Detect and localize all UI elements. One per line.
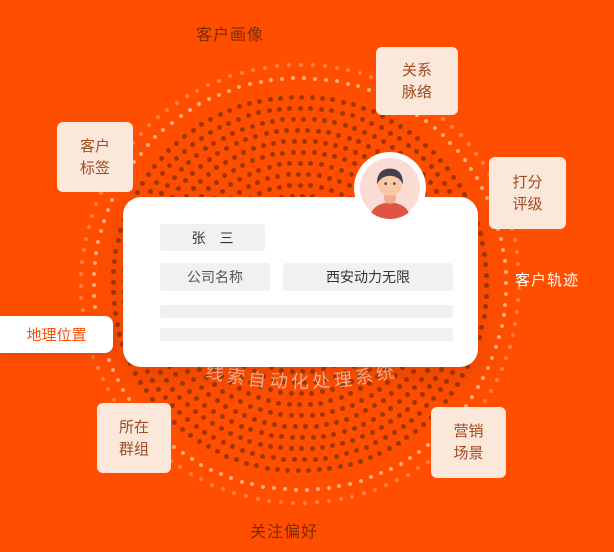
tag-line: 群组: [118, 439, 149, 458]
tag-relationship-network: 关系 脉络: [376, 47, 458, 115]
avatar: [354, 152, 426, 224]
placeholder-bar: [160, 328, 453, 341]
placeholder-bar: [160, 305, 453, 318]
label-customer-portrait: 客户画像: [196, 25, 265, 44]
tag-line: 所在: [118, 417, 149, 436]
tag-line: 评级: [512, 194, 543, 213]
tag-line: 营销: [453, 422, 484, 440]
tag-line: 场景: [453, 444, 484, 462]
tag-line: 关系: [401, 60, 432, 79]
tag-groups: 所在 群组: [97, 403, 171, 473]
label-geographic-location: 地理位置: [0, 316, 113, 353]
tag-line: 客户: [79, 136, 110, 155]
tag-line: 脉络: [401, 82, 432, 101]
company-label-field: 公司名称: [160, 263, 270, 291]
company-name-field: 西安动力无限: [283, 263, 453, 291]
customer-card: 张 三 公司名称 西安动力无限: [123, 197, 478, 367]
tag-line: 打分: [512, 172, 543, 191]
tag-scoring-rating: 打分 评级: [489, 157, 566, 229]
tag-line: 标签: [79, 158, 110, 177]
tag-customer-tags: 客户 标签: [57, 122, 133, 192]
customer-name-field: 张 三: [160, 224, 265, 251]
person-icon: [359, 157, 421, 219]
label-interest-preference: 关注偏好: [250, 522, 319, 541]
label-customer-trajectory: 客户轨迹: [515, 271, 580, 289]
tag-marketing-scenes: 营销 场景: [431, 407, 506, 478]
